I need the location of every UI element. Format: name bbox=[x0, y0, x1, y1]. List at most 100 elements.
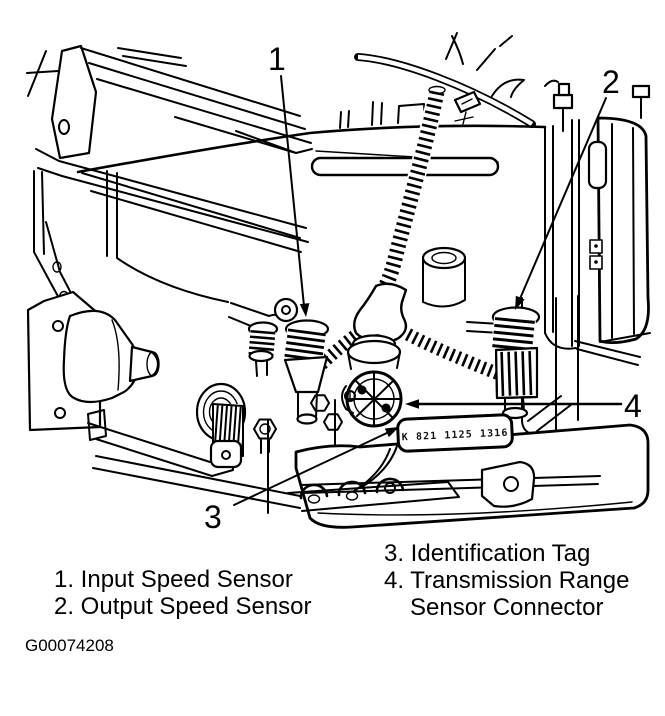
wiring-conduit bbox=[298, 85, 502, 388]
range-sensor-connector bbox=[341, 334, 403, 428]
spline-outline bbox=[212, 403, 244, 457]
pan-corner-plate bbox=[480, 460, 536, 508]
output-sensor-ribs bbox=[492, 317, 535, 352]
legend-left-column: 1. Input Speed Sensor 2. Output Speed Se… bbox=[54, 566, 312, 620]
right-end-cover bbox=[544, 82, 651, 366]
callout-3-leader bbox=[233, 431, 390, 506]
frame-tick-lines bbox=[26, 50, 59, 97]
pan-flange-strip bbox=[287, 481, 460, 512]
callout-4: 4 bbox=[405, 388, 642, 424]
neighbor-sensor-base bbox=[248, 349, 274, 363]
hardware-bolts bbox=[253, 390, 356, 454]
sensor-clevis-hole bbox=[281, 305, 291, 315]
axle-splined-stub bbox=[195, 382, 247, 469]
callout-3: 3 bbox=[204, 427, 399, 535]
figure-id: G00074208 bbox=[25, 636, 114, 655]
plate-hole-1 bbox=[52, 320, 64, 332]
trs-pin-2 bbox=[381, 403, 391, 413]
spline-teeth bbox=[213, 405, 245, 457]
output-connector-outline bbox=[495, 347, 538, 399]
mount-cylinder-edge bbox=[111, 319, 120, 391]
pan-bottom-line bbox=[317, 501, 633, 516]
conduit-y-boot bbox=[353, 282, 408, 342]
frame-bracket-hole bbox=[58, 119, 70, 135]
arch-bolt-3 bbox=[384, 482, 396, 494]
cover-bolt-3 bbox=[631, 84, 651, 99]
case-top-notches bbox=[339, 101, 426, 129]
cover-vertical-ribs bbox=[544, 119, 580, 347]
cover-bolt-2 bbox=[557, 82, 571, 97]
callout-1: 1 bbox=[268, 41, 310, 317]
hex-bolt-3-face bbox=[259, 423, 271, 435]
legend-right-column: 3. Identification Tag 4. Transmission Ra… bbox=[384, 540, 629, 621]
id-tag-plate bbox=[396, 413, 514, 453]
legend-item-identification-tag: 3. Identification Tag bbox=[384, 540, 591, 567]
cover-bolt-1 bbox=[552, 93, 574, 110]
callout-1-arrowhead bbox=[299, 303, 310, 317]
axle-end-cap bbox=[209, 439, 243, 469]
dipstick-boss-body bbox=[422, 257, 466, 308]
oil-pan bbox=[287, 423, 650, 529]
trs-pin-1 bbox=[357, 385, 367, 395]
harness-cable-core bbox=[357, 54, 534, 126]
cover-bottom-lines bbox=[544, 332, 651, 366]
arch-bolt-2 bbox=[345, 491, 359, 501]
trs-connector-spokes bbox=[346, 371, 402, 427]
mount-boss-face bbox=[146, 351, 160, 377]
plate-hole-2 bbox=[54, 407, 66, 419]
identification-tag: K 821 1125 1316 bbox=[396, 413, 514, 453]
mount-cylinder bbox=[62, 309, 140, 404]
conduit-right-branch bbox=[398, 325, 502, 381]
callout-3-number: 3 bbox=[204, 499, 222, 535]
case-left-channel bbox=[106, 170, 229, 303]
dipstick-boss bbox=[421, 246, 467, 270]
engine-harness-top bbox=[354, 32, 559, 128]
plate-slot bbox=[87, 409, 107, 441]
cover-panel bbox=[596, 116, 650, 344]
case-top-edge bbox=[76, 124, 547, 174]
callout-2-arrowhead bbox=[515, 295, 525, 310]
hex-bolt-3 bbox=[253, 418, 277, 440]
boss-dot-1 bbox=[594, 244, 598, 248]
frame-crossmember bbox=[26, 44, 313, 323]
strap-hole-1 bbox=[52, 261, 62, 273]
legend-item-input-speed-sensor: 1. Input Speed Sensor bbox=[54, 566, 293, 593]
pan-outline bbox=[294, 423, 650, 529]
dipstick-boss-bore bbox=[431, 251, 457, 265]
legend-item-transmission-range: 4. Transmission Range bbox=[384, 567, 630, 594]
input-sensor-tip bbox=[296, 413, 318, 425]
hex-bolt-2 bbox=[323, 413, 343, 431]
neighbor-ribs bbox=[248, 329, 276, 357]
hex-bolt-3-stem bbox=[260, 439, 270, 454]
harness-wires bbox=[445, 32, 513, 71]
axle-end-hole bbox=[221, 450, 231, 460]
sensor-clevis bbox=[273, 297, 299, 323]
input-sensor-neck bbox=[297, 391, 318, 419]
output-connector-ribs bbox=[500, 351, 533, 396]
output-speed-sensor bbox=[491, 306, 541, 420]
callout-2-number: 2 bbox=[602, 64, 620, 100]
case-shadow-lines bbox=[81, 172, 302, 253]
callout-2-leader bbox=[518, 97, 607, 302]
callout-2: 2 bbox=[515, 64, 620, 310]
left-mount-bracket bbox=[26, 290, 301, 509]
mount-boss bbox=[128, 345, 160, 383]
trs-clamp-sides bbox=[347, 351, 401, 370]
neighbor-sensor-stem bbox=[255, 359, 268, 377]
boss-dot-2 bbox=[594, 260, 598, 264]
output-sensor-base bbox=[501, 406, 529, 420]
pan-arc-details bbox=[353, 445, 398, 492]
hex-bolt-1 bbox=[310, 394, 330, 412]
conduit-top-cap bbox=[428, 85, 446, 95]
rail-lower bbox=[58, 160, 309, 243]
rail-lines bbox=[80, 47, 312, 144]
cover-panel-ribs bbox=[611, 123, 635, 339]
pan-bolt-arches bbox=[299, 477, 405, 500]
callout-3-arrowhead bbox=[384, 427, 399, 438]
id-tag-text: K 821 1125 1316 bbox=[402, 428, 509, 444]
callout-4-number: 4 bbox=[624, 388, 642, 424]
arch-bolt-1 bbox=[307, 494, 321, 504]
harness-clip-detail bbox=[454, 98, 474, 125]
conduit-main-mask bbox=[372, 90, 446, 300]
